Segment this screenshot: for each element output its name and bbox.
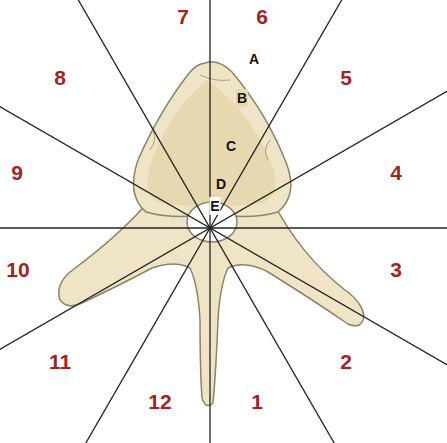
sector-line — [0, 64, 447, 392]
zone-letter: D — [215, 175, 227, 193]
sector-line — [46, 0, 374, 443]
zone-letter: E — [209, 197, 220, 215]
clock-position-number: 5 — [339, 65, 353, 91]
clock-position-number: 7 — [176, 4, 190, 30]
sector-line — [0, 64, 447, 392]
sector-line — [209, 0, 210, 443]
clock-position-number: 1 — [250, 389, 264, 415]
clock-position-number: 4 — [389, 160, 403, 186]
clock-position-number: 10 — [5, 257, 30, 283]
sector-line — [46, 0, 374, 443]
vertebral-body — [134, 62, 291, 217]
clock-position-number: 2 — [339, 349, 353, 375]
clock-position-number: 11 — [48, 349, 72, 375]
zone-letter: C — [225, 137, 237, 155]
zone-letter: B — [236, 89, 248, 107]
zone-letter: A — [248, 50, 260, 68]
sector-line — [0, 227, 447, 228]
clock-position-number: 8 — [53, 65, 67, 91]
clock-position-number: 12 — [147, 389, 172, 415]
clock-position-number: 6 — [255, 4, 269, 30]
body-shading — [148, 80, 276, 207]
clock-position-number: 3 — [389, 257, 403, 283]
clock-position-number: 9 — [10, 160, 24, 186]
